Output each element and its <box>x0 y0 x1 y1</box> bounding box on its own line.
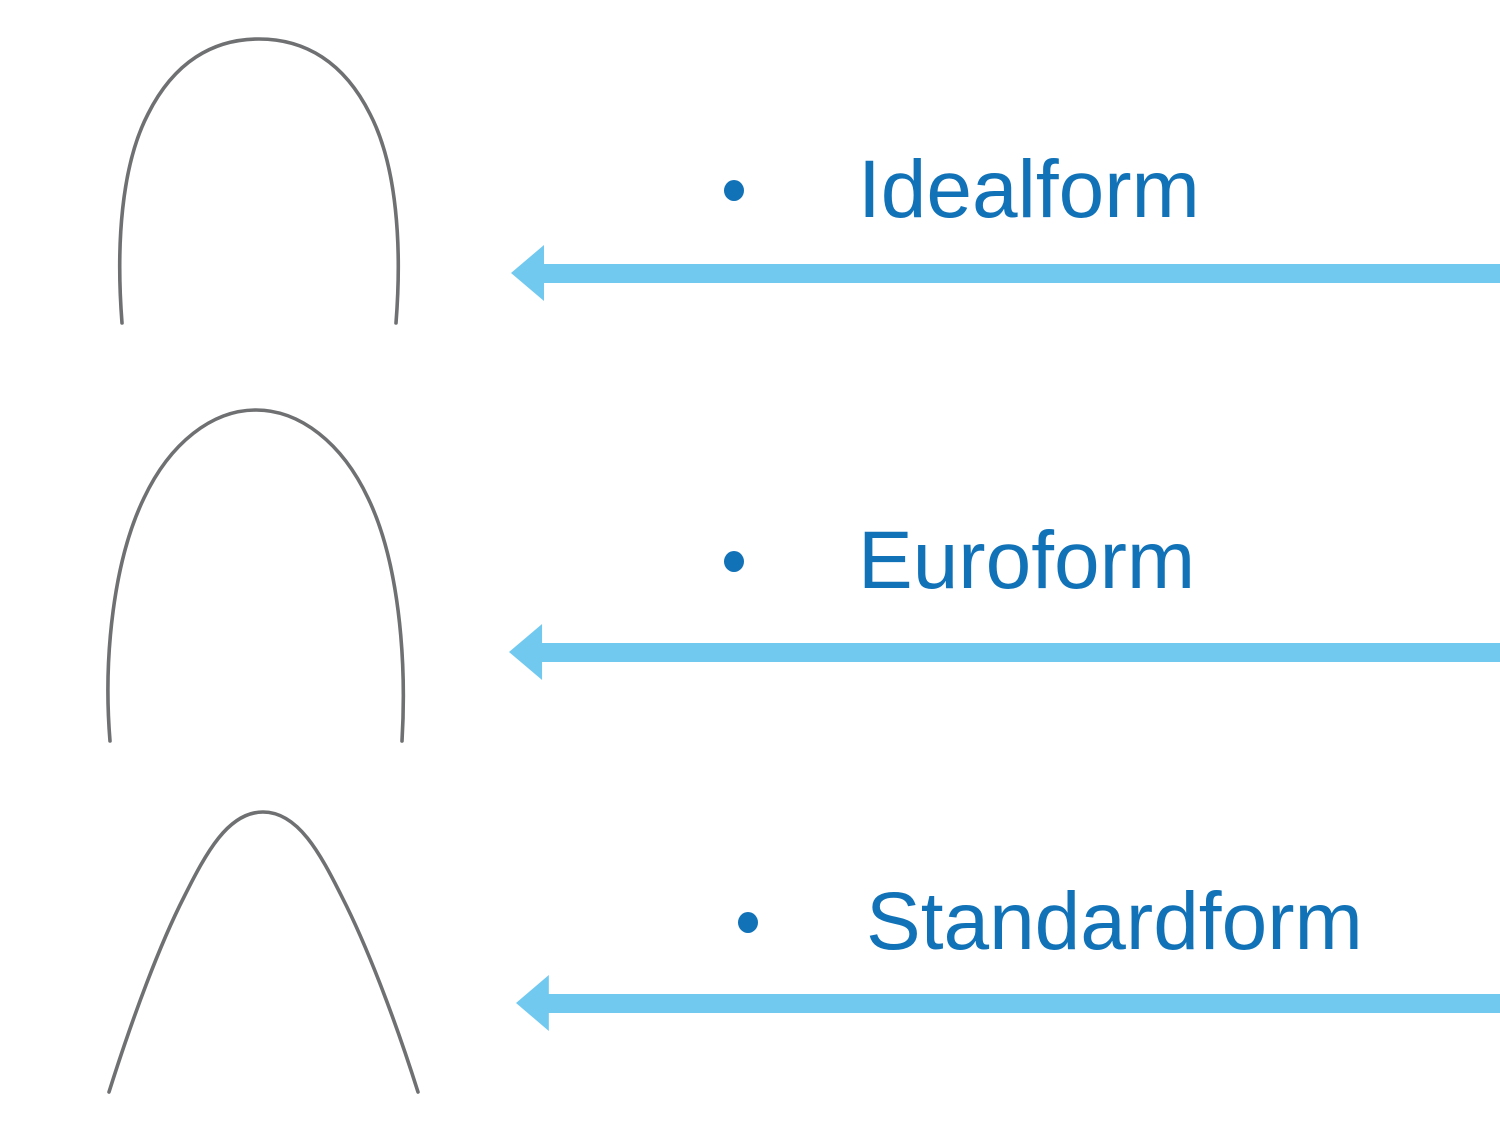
idealform-archwire-image <box>117 37 401 325</box>
left-arrow-icon <box>509 624 1500 680</box>
standardform-label: Standardform <box>866 876 1363 967</box>
left-arrow-icon <box>511 245 1500 301</box>
euroform-label: Euroform <box>858 515 1196 606</box>
standardform-archwire-image <box>107 810 420 1094</box>
bullet-icon <box>724 551 744 572</box>
euroform-archwire-image <box>106 408 406 743</box>
idealform-label: Idealform <box>858 144 1200 235</box>
bullet-icon <box>724 180 744 201</box>
left-arrow-icon <box>516 975 1500 1031</box>
bullet-icon <box>738 912 758 933</box>
